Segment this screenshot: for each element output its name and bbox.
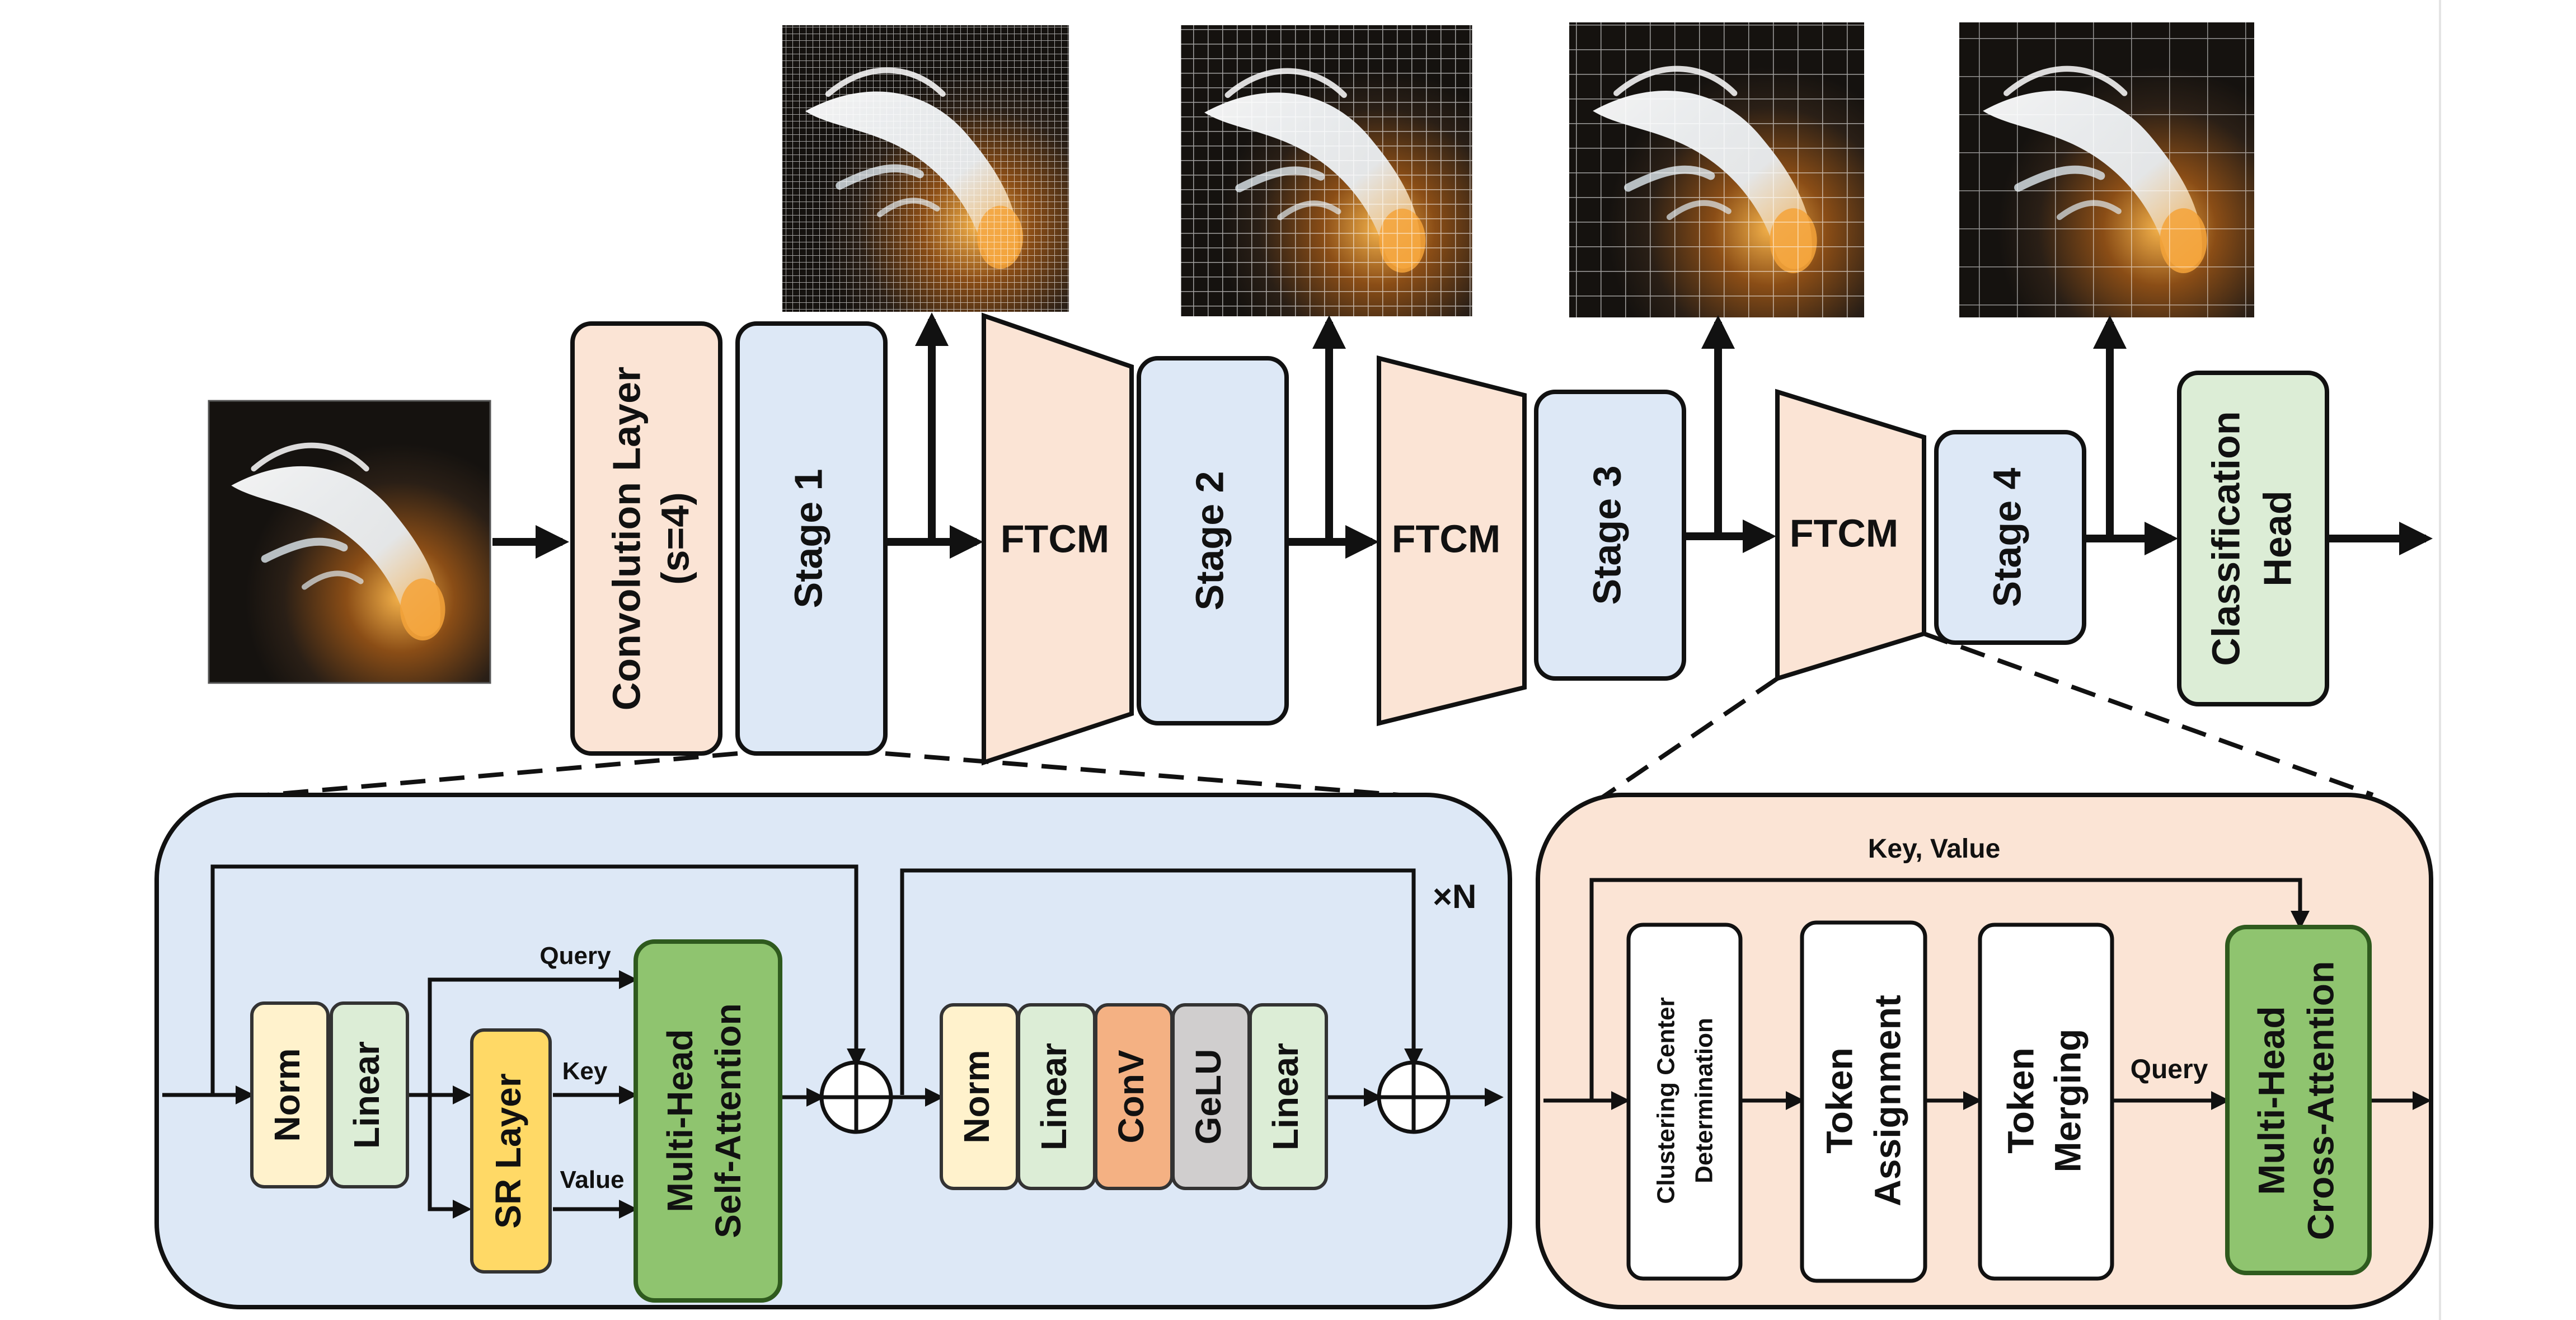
stage-detail-panel: Norm Linear SR Layer Multi-Head Self-Att… — [154, 793, 1512, 1309]
mhca-label-1: Multi-Head — [2250, 1006, 2292, 1195]
ftcm-detail-panel: Clustering Center Determination Key, Val… — [1536, 793, 2433, 1309]
norm-block-1 — [250, 1001, 330, 1188]
mhsa-label-1: Multi-Head — [660, 1029, 700, 1212]
linear-block-3 — [1249, 1003, 1328, 1190]
ftcm-2-label: FTCM — [1392, 517, 1500, 560]
stage-1-label: Stage 1 — [786, 469, 830, 608]
conv-label: ConV — [1111, 1050, 1151, 1143]
zoom-lines — [234, 631, 2374, 808]
linear-label-1: Linear — [346, 1041, 387, 1149]
convolution-layer-label: Convolution Layer — [604, 367, 648, 710]
classification-head-label: Classification — [2204, 411, 2247, 666]
ftcm-1-label: FTCM — [1001, 517, 1109, 560]
key-label: Key — [562, 1057, 608, 1085]
token-map-stage-4 — [1959, 22, 2254, 317]
ftcm-query-label: Query — [2131, 1055, 2208, 1084]
linear-block-1 — [330, 1001, 409, 1188]
add-node-1 — [819, 1060, 893, 1134]
token-merging-label-1: Token — [2000, 1047, 2041, 1153]
ftcm-2-block — [1377, 355, 1527, 727]
stage-3-label: Stage 3 — [1585, 466, 1629, 605]
token-map-stage-3 — [1569, 22, 1864, 317]
input-image — [208, 400, 491, 684]
stage-4-label: Stage 4 — [1985, 467, 2029, 607]
ftcm-1-block — [982, 312, 1134, 766]
classification-head-block — [2177, 371, 2329, 706]
linear-label-3: Linear — [1265, 1043, 1306, 1150]
stage-2-label: Stage 2 — [1188, 471, 1231, 611]
token-assignment-label-1: Token — [1818, 1047, 1860, 1153]
query-label: Query — [539, 942, 611, 970]
key-value-label: Key, Value — [1868, 834, 2001, 864]
token-merging-label-2: Merging — [2047, 1029, 2088, 1173]
mhsa-label-2: Self-Attention — [708, 1003, 748, 1238]
classification-head-label-2: Head — [2255, 490, 2299, 586]
linear-label-2: Linear — [1034, 1043, 1074, 1150]
token-assignment-block — [1800, 920, 1927, 1283]
token-map-stage-2 — [1180, 25, 1474, 316]
gelu-label: GeLU — [1188, 1049, 1228, 1145]
mhca-block — [2225, 925, 2372, 1275]
sr-layer-block — [470, 1028, 552, 1274]
pipeline-arrows — [492, 312, 2433, 559]
pipeline — [570, 312, 2329, 766]
ftcm-3-label: FTCM — [1790, 511, 1898, 555]
token-assignment-label-2: Assignment — [1866, 995, 1908, 1206]
sr-layer-label: SR Layer — [488, 1073, 528, 1228]
repeat-label: ×N — [1433, 878, 1476, 915]
clustering-center-block — [1626, 923, 1743, 1281]
add-node-2 — [1377, 1060, 1451, 1134]
clustering-center-label-1: Clustering Center — [1653, 997, 1680, 1204]
norm-label-2: Norm — [956, 1050, 997, 1143]
token-merging-block — [1978, 923, 2114, 1281]
convolution-layer-block — [570, 321, 722, 756]
clustering-center-label-2: Determination — [1691, 1018, 1718, 1183]
token-map-stage-1 — [782, 25, 1069, 312]
mhsa-block — [634, 939, 782, 1303]
norm-label-1: Norm — [267, 1048, 307, 1141]
convolution-stride-label: (s=4) — [653, 492, 697, 584]
value-label: Value — [560, 1166, 625, 1193]
mhca-label-2: Cross-Attention — [2300, 961, 2341, 1241]
